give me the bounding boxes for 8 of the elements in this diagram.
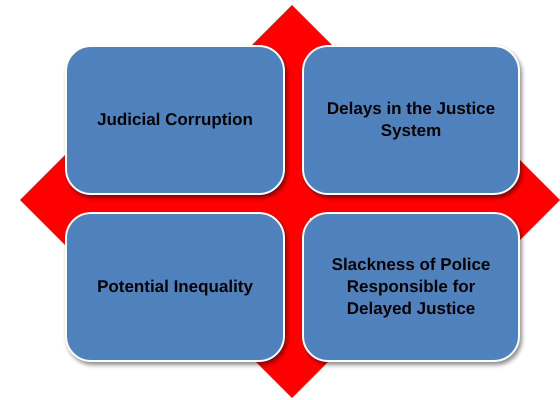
box-label: Delays in the Justice System [326,98,496,142]
box-label: Potential Inequality [97,276,253,298]
rounded-box [302,212,520,362]
rounded-box [302,45,520,195]
box-label: Judicial Corruption [97,108,253,131]
box-label: Slackness of Police Responsible for Delayed Justice [330,254,492,320]
rounded-box [65,212,285,362]
rounded-box [65,45,285,195]
